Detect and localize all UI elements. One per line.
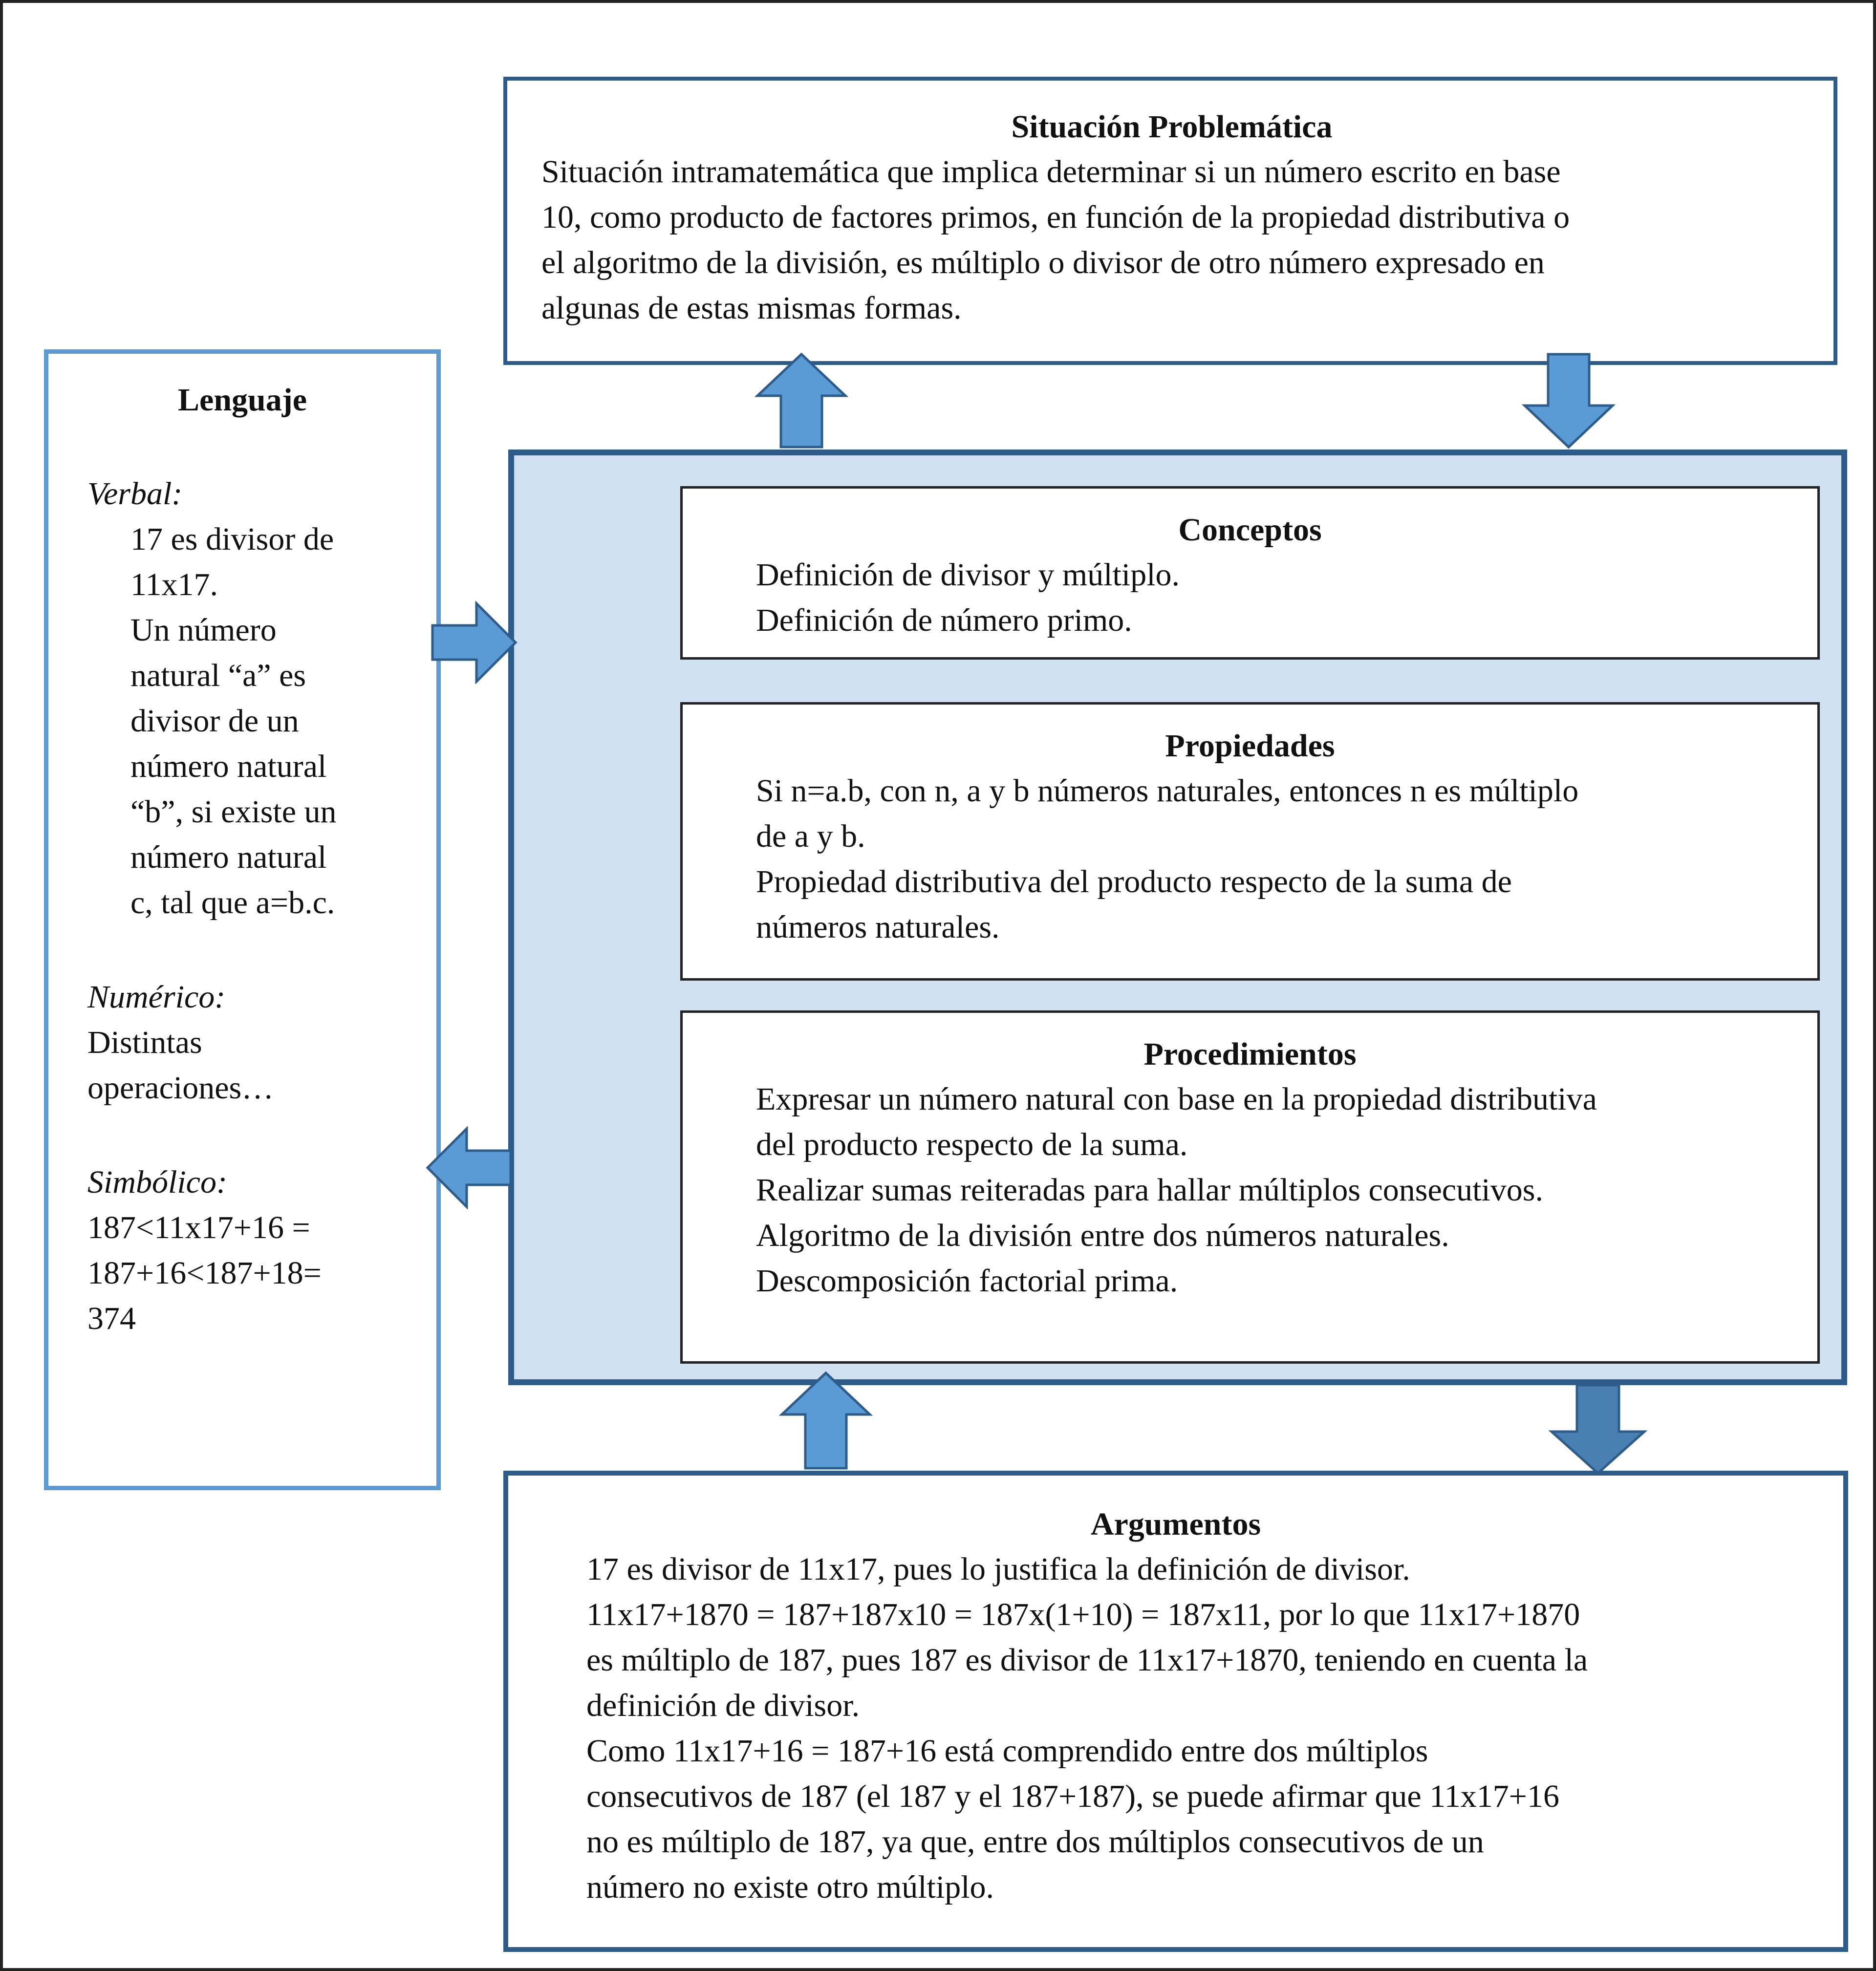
argumentos-line: Como 11x17+16 = 187+16 está comprendido …: [586, 1733, 1428, 1769]
simbolico-line: 374: [87, 1301, 136, 1336]
argumentos-box: Argumentos 17 es divisor de 11x17, pues …: [503, 1471, 1848, 1952]
situacion-line: 10, como producto de factores primos, en…: [541, 199, 1570, 235]
argumentos-line: es múltiplo de 187, pues 187 es divisor …: [586, 1642, 1588, 1678]
conceptos-line: Definición de divisor y múltiplo.: [756, 557, 1180, 593]
propiedades-box: Propiedades Si n=a.b, con n, a y b númer…: [680, 702, 1820, 981]
argumentos-line: 11x17+1870 = 187+187x10 = 187x(1+10) = 1…: [586, 1597, 1580, 1632]
situacion-line: Situación intramatemática que implica de…: [541, 154, 1561, 190]
numerico-line: operaciones…: [87, 1070, 274, 1106]
numerico-line: Distintas: [87, 1025, 202, 1060]
arrow-right-to-panel-icon: [431, 601, 518, 684]
argumentos-line: definición de divisor.: [586, 1688, 860, 1723]
situacion-line: el algoritmo de la división, es múltiplo…: [541, 245, 1545, 280]
procedimientos-line: Realizar sumas reiteradas para hallar mú…: [756, 1172, 1543, 1208]
procedimientos-line: Algoritmo de la división entre dos númer…: [756, 1218, 1449, 1253]
verbal-label: Verbal:: [87, 476, 183, 512]
situacion-problematica-box: Situación Problemática Situación intrama…: [503, 77, 1837, 365]
verbal-line: Un número: [130, 612, 277, 648]
conceptos-line: Definición de número primo.: [756, 602, 1132, 638]
propiedades-line: Si n=a.b, con n, a y b números naturales…: [756, 773, 1579, 809]
argumentos-line: número no existe otro múltiplo.: [586, 1869, 994, 1905]
argumentos-line: no es múltiplo de 187, ya que, entre dos…: [586, 1824, 1484, 1860]
lenguaje-box: Lenguaje Verbal: 17 es divisor de 11x17.…: [44, 349, 441, 1490]
verbal-line: c, tal que a=b.c.: [130, 885, 335, 921]
arrow-down-to-argumentos-icon: [1548, 1384, 1648, 1475]
arrow-up-to-situacion-icon: [754, 352, 849, 449]
procedimientos-line: Descomposición factorial prima.: [756, 1263, 1178, 1299]
verbal-line: número natural: [130, 839, 327, 875]
arrow-left-to-lenguaje-icon: [426, 1126, 512, 1209]
verbal-line: divisor de un: [130, 703, 299, 739]
procedimientos-line: del producto respecto de la suma.: [756, 1127, 1188, 1162]
simbolico-line: 187+16<187+18=: [87, 1255, 322, 1291]
procedimientos-line: Expresar un número natural con base en l…: [756, 1081, 1597, 1117]
arrow-up-from-argumentos-icon: [778, 1371, 873, 1470]
arrow-down-from-situacion-icon: [1521, 353, 1616, 449]
numerico-label: Numérico:: [87, 979, 226, 1015]
propiedades-line: números naturales.: [756, 909, 1000, 945]
lenguaje-title: Lenguaje: [178, 382, 307, 418]
conceptos-box: Conceptos Definición de divisor y múltip…: [680, 486, 1820, 660]
propiedades-line: de a y b.: [756, 818, 865, 854]
simbolico-label: Simbólico:: [87, 1164, 227, 1200]
simbolico-line: 187<11x17+16 =: [87, 1210, 310, 1245]
situacion-title: Situación Problemática: [1011, 109, 1333, 145]
verbal-line: número natural: [130, 749, 327, 784]
verbal-line: natural “a” es: [130, 658, 306, 693]
verbal-line: “b”, si existe un: [130, 794, 337, 830]
argumentos-line: 17 es divisor de 11x17, pues lo justific…: [586, 1551, 1410, 1587]
argumentos-line: consecutivos de 187 (el 187 y el 187+187…: [586, 1778, 1559, 1814]
conceptos-title: Conceptos: [1178, 512, 1322, 548]
propiedades-title: Propiedades: [1165, 728, 1335, 764]
argumentos-title: Argumentos: [1090, 1506, 1261, 1542]
propiedades-line: Propiedad distributiva del producto resp…: [756, 864, 1512, 900]
verbal-line: 11x17.: [130, 567, 218, 602]
situacion-line: algunas de estas mismas formas.: [541, 290, 962, 326]
procedimientos-title: Procedimientos: [1143, 1036, 1357, 1072]
procedimientos-box: Procedimientos Expresar un número natura…: [680, 1010, 1820, 1364]
verbal-line: 17 es divisor de: [130, 521, 334, 557]
